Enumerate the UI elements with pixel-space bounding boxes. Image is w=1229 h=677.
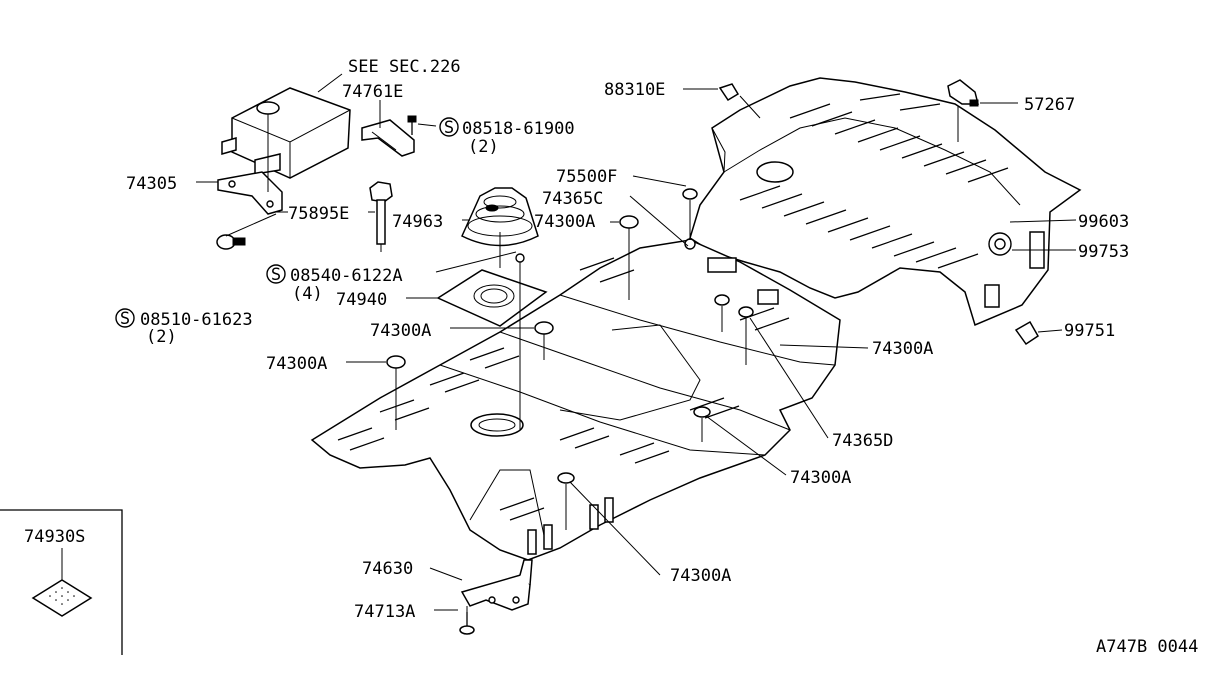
- bolt-08510: [216, 234, 246, 250]
- s-symbol-text: S: [444, 118, 454, 138]
- diagram-id: A747B 0044: [1096, 637, 1198, 657]
- label-08510: 08510-61623: [140, 310, 253, 330]
- label-74761E: 74761E: [342, 82, 403, 102]
- s-symbol-text: S: [271, 265, 281, 285]
- label-08518: 08518-61900: [462, 119, 575, 139]
- s-symbol-08540: S: [266, 264, 286, 285]
- control-unit: [221, 87, 351, 179]
- clip-99751: [1014, 320, 1039, 346]
- label-74713A: 74713A: [354, 602, 415, 622]
- bracket-74630: [460, 559, 533, 611]
- grommets: [386, 188, 754, 484]
- part-labels: SEE SEC.226 74761E 08518-61900 (2) 88310…: [24, 57, 1198, 657]
- label-74300A-top: 74300A: [534, 212, 595, 232]
- label-08518-qty: (2): [468, 137, 499, 157]
- bracket-74305: [217, 171, 283, 215]
- leader-lines: [196, 73, 1077, 611]
- guide-lines: [225, 95, 959, 612]
- front-floor-panel: [310, 239, 841, 561]
- bracket-74761E: [361, 119, 415, 157]
- label-74940: 74940: [336, 290, 387, 310]
- bolt-74713A: [459, 612, 475, 635]
- label-74630: 74630: [362, 559, 413, 579]
- label-99751: 99751: [1064, 321, 1115, 341]
- s-symbol-text: S: [120, 309, 130, 329]
- label-08540-qty: (4): [292, 284, 323, 304]
- label-74963: 74963: [392, 212, 443, 232]
- label-74300A-mid: 74300A: [370, 321, 431, 341]
- label-74365C: 74365C: [542, 189, 603, 209]
- clip-88310E: [718, 83, 740, 102]
- label-99603: 99603: [1078, 212, 1129, 232]
- label-75500F: 75500F: [556, 167, 617, 187]
- plate-74940: [436, 253, 548, 327]
- label-88310E: 88310E: [604, 80, 665, 100]
- label-75895E: 75895E: [288, 204, 349, 224]
- label-74300A-bottom: 74300A: [670, 566, 731, 586]
- screw-08518: [407, 115, 417, 135]
- label-74300A-left: 74300A: [266, 354, 327, 374]
- label-99753: 99753: [1078, 242, 1129, 262]
- s-symbol-08518: S: [439, 117, 459, 138]
- inset-box: [0, 509, 123, 655]
- s-symbol-08510: S: [115, 308, 135, 329]
- label-08540: 08540-6122A: [290, 266, 403, 286]
- label-57267: 57267: [1024, 95, 1075, 115]
- label-see-sec: SEE SEC.226: [348, 57, 461, 77]
- clip-57267: [947, 79, 979, 107]
- label-74365D: 74365D: [832, 431, 893, 451]
- label-08510-qty: (2): [146, 327, 177, 347]
- rod-75895E: [369, 181, 393, 252]
- label-74305: 74305: [126, 174, 177, 194]
- label-74300A-right: 74300A: [872, 339, 933, 359]
- label-inset-74930S: 74930S: [24, 527, 85, 547]
- label-74300A-low: 74300A: [790, 468, 851, 488]
- rear-floor-panel: [689, 77, 1082, 327]
